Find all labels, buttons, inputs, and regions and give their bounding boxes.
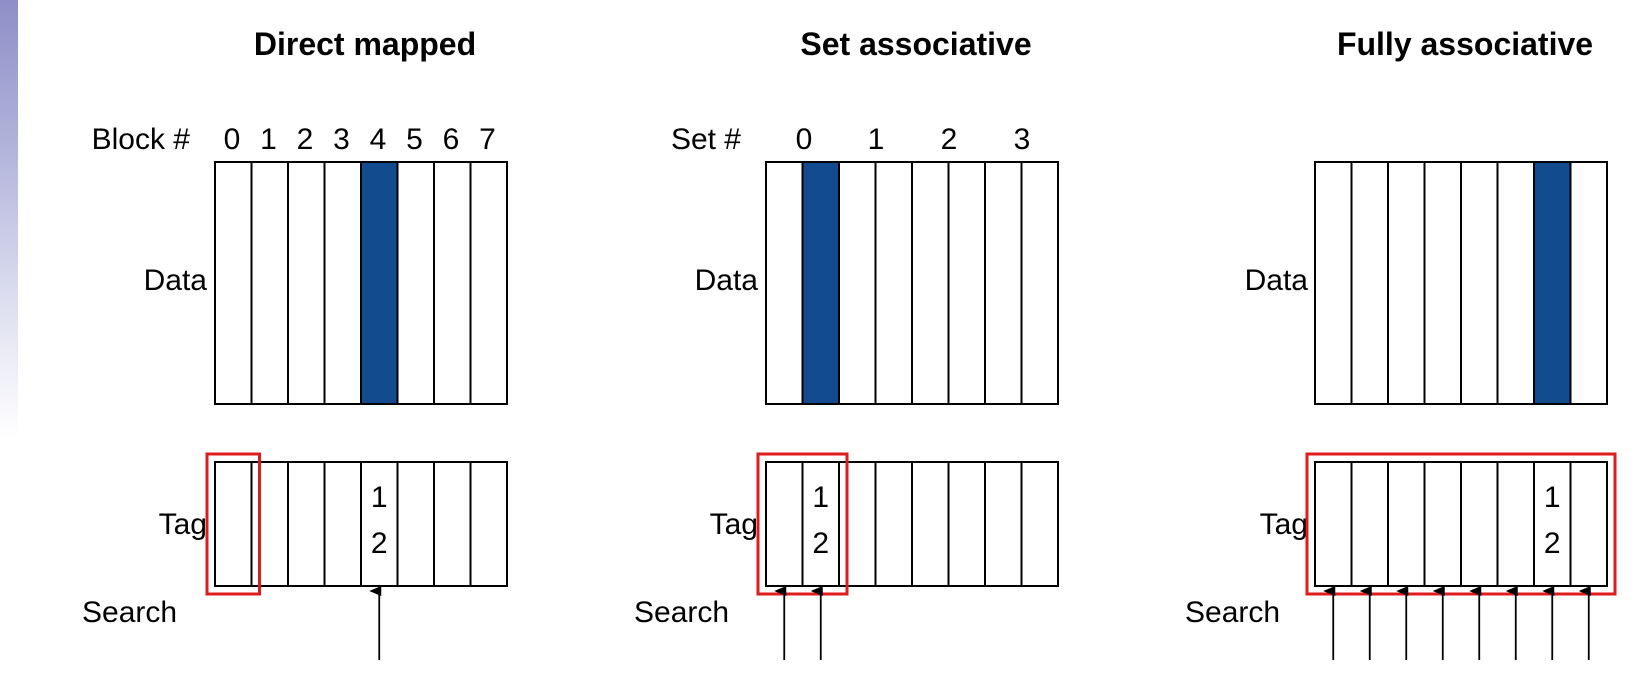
index-number: 1 xyxy=(868,123,885,156)
panel-title: Set associative xyxy=(800,26,1031,62)
data-cell xyxy=(214,161,253,405)
data-cell xyxy=(1460,161,1499,405)
tag-cell xyxy=(765,461,804,587)
data-cell xyxy=(250,161,289,405)
tag-row-label: Tag xyxy=(710,508,758,541)
data-cell xyxy=(1350,161,1389,405)
tag-cell xyxy=(250,461,289,587)
tag-cell xyxy=(984,461,1023,587)
tag-cell xyxy=(1569,461,1608,587)
tag-cell xyxy=(947,461,986,587)
index-number: 6 xyxy=(443,123,460,156)
tag-value-digit: 2 xyxy=(1544,527,1561,560)
index-number: 2 xyxy=(297,123,314,156)
tag-value-digit: 1 xyxy=(1544,481,1561,514)
tag-value-digit: 1 xyxy=(371,481,388,514)
tag-cell xyxy=(323,461,362,587)
data-cell xyxy=(1423,161,1462,405)
data-row-label: Data xyxy=(144,264,208,297)
tag-cell xyxy=(1387,461,1426,587)
tag-value-digit: 2 xyxy=(371,527,388,560)
index-number: 3 xyxy=(333,123,350,156)
search-label: Search xyxy=(1185,596,1280,629)
data-cell xyxy=(287,161,326,405)
tag-value-digit: 1 xyxy=(812,481,829,514)
tag-cell xyxy=(1423,461,1462,587)
data-cell xyxy=(838,161,877,405)
search-region-box xyxy=(1305,452,1617,596)
panel-title: Direct mapped xyxy=(254,26,476,62)
data-cell xyxy=(323,161,362,405)
data-cell xyxy=(911,161,950,405)
tag-cell xyxy=(1350,461,1389,587)
data-cell xyxy=(1020,161,1059,405)
panel-title: Fully associative xyxy=(1337,26,1593,62)
data-cell xyxy=(1314,161,1353,405)
tag-row-label: Tag xyxy=(1260,508,1308,541)
tag-cell xyxy=(396,461,435,587)
data-row-label: Data xyxy=(695,264,759,297)
data-cell xyxy=(396,161,435,405)
tag-cell xyxy=(1496,461,1535,587)
tag-cell xyxy=(214,461,253,587)
tag-cell xyxy=(874,461,913,587)
index-number: 0 xyxy=(796,123,813,156)
index-number: 1 xyxy=(260,123,277,156)
tag-cell xyxy=(433,461,472,587)
tag-cell xyxy=(287,461,326,587)
tag-row-label: Tag xyxy=(159,508,207,541)
index-number: 5 xyxy=(406,123,423,156)
data-cell xyxy=(984,161,1023,405)
index-number: 4 xyxy=(370,123,387,156)
search-label: Search xyxy=(634,596,729,629)
tag-cell xyxy=(1314,461,1353,587)
search-region-box xyxy=(756,452,849,596)
index-number: 7 xyxy=(479,123,496,156)
tag-cell xyxy=(469,461,508,587)
data-cell xyxy=(765,161,804,405)
data-cell xyxy=(874,161,913,405)
search-label: Search xyxy=(82,596,177,629)
data-cell-highlighted xyxy=(360,161,399,405)
index-number: 3 xyxy=(1014,123,1031,156)
data-cell xyxy=(1387,161,1426,405)
tag-value-digit: 2 xyxy=(812,527,829,560)
data-cell xyxy=(1569,161,1608,405)
data-cell-highlighted xyxy=(1533,161,1572,405)
tag-cell xyxy=(911,461,950,587)
tag-cell xyxy=(838,461,877,587)
data-cell xyxy=(1496,161,1535,405)
data-cell xyxy=(433,161,472,405)
tag-cell xyxy=(1460,461,1499,587)
data-cell xyxy=(947,161,986,405)
index-number: 2 xyxy=(941,123,958,156)
data-row-label: Data xyxy=(1245,264,1309,297)
index-number: 0 xyxy=(224,123,241,156)
search-region-box xyxy=(205,452,261,596)
tag-cell xyxy=(1020,461,1059,587)
data-cell xyxy=(469,161,508,405)
data-cell-highlighted xyxy=(801,161,840,405)
index-label: Set # xyxy=(671,123,741,156)
slide-edge-decoration xyxy=(0,0,18,440)
index-label: Block # xyxy=(92,123,191,156)
